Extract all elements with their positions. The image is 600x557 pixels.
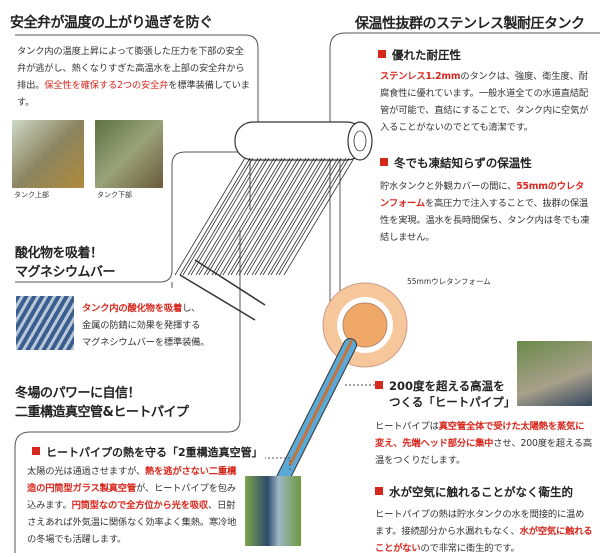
caption-upper: タンク上部 (14, 191, 49, 199)
vacuum-tube (262, 157, 339, 276)
insulation-text: 貯水タンクと外観カバーの間に、55mmのウレタンフォームを高圧力で注入することで… (380, 181, 590, 243)
vacuum-tube (254, 157, 331, 276)
vacuum-tube (206, 157, 283, 276)
vacuum-tube (238, 157, 315, 276)
pressure-heading: 優れた耐圧性 (378, 47, 461, 63)
vacuum-tube (270, 157, 347, 276)
winter-power-title: 冬場のパワーに自信！二重構造真空管&ヒートパイプ (15, 386, 189, 420)
pressure-text: ステンレス1.2mmのタンクは、強度、衛生度、耐腐食性に優れています。一般水道全… (380, 71, 589, 133)
hygiene-text: ヒートパイプの熱は貯水タンクの水を間接的に温めます。接続部分から水漏れもなく、水… (375, 509, 593, 554)
foam-cross-section (322, 282, 408, 368)
valve-text: タンク内の温度上昇によって膨張した圧力を下部の安全弁が逃がし、熱くなりすぎた高温… (17, 46, 250, 108)
vacuum-tube (198, 157, 275, 276)
solar-heater-illustration (174, 121, 373, 330)
upper-valve-photo (12, 120, 84, 188)
hygiene-heading: 水が空気に触れることがなく衛生的 (375, 484, 573, 500)
magnesium-text: タンク内の酸化物を吸着し、金属の防錆に効果を発揮するマグネシウムバーを標準装備。 (82, 303, 210, 348)
vacuum-tube (230, 157, 307, 276)
tube-heading: ヒートパイプの熱を守る「2重構造真空管」 (32, 444, 263, 460)
vacuum-tube (246, 157, 323, 276)
vacuum-tube (222, 157, 299, 276)
magnesium-title: 酸化物を吸着！マグネシウムバー (15, 246, 116, 280)
tube-text: 太陽の光は通過させますが、熱を逃がさない二重構造の円筒型ガラス製真空管が、ヒート… (27, 466, 237, 545)
caption-lower: タンク下部 (97, 191, 132, 199)
magnesium-photo (16, 296, 74, 350)
vacuum-tube (278, 157, 355, 276)
foam-label: 55mmウレタンフォーム (407, 277, 491, 286)
heatpipe-heading: 200度を超える高温をつくる「ヒートパイプ」 (375, 378, 515, 410)
vacuum-tube (174, 157, 251, 276)
valve-title: 安全弁が温度の上がり過ぎを防ぐ (10, 15, 213, 31)
insulation-heading: 冬でも凍結知らずの保温性 (380, 155, 532, 171)
vacuum-tube (190, 157, 267, 276)
vacuum-tube (214, 157, 291, 276)
tank-title: 保温性抜群のステンレス製耐圧タンク (355, 16, 585, 32)
heatpipe-text: ヒートパイプは真空管全体で受けた太陽熱を蒸気に変え、先端ヘッド部分に集中させ、2… (375, 421, 593, 466)
heat-pipe-photo (517, 341, 592, 406)
vacuum-tube (182, 157, 259, 276)
lower-valve-photo (95, 120, 163, 188)
vacuum-tube-photo (245, 476, 301, 546)
